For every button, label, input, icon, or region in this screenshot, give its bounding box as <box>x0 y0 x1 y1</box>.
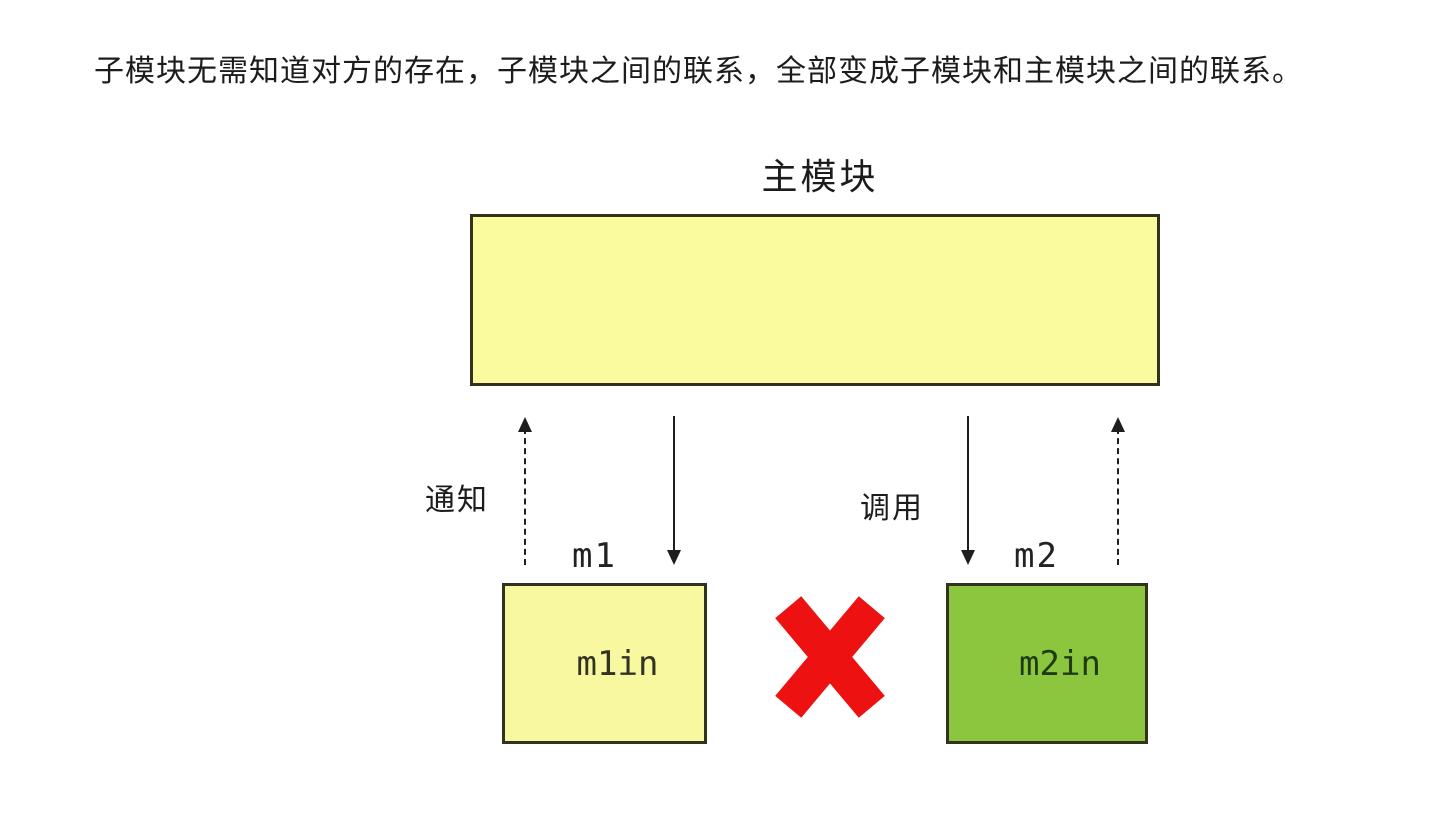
submodule-m2-box: m2in <box>946 583 1148 744</box>
arrowhead-down-icon <box>667 550 681 565</box>
call-arrow-m1 <box>667 416 681 565</box>
dashed-arrow-shaft <box>1117 428 1119 565</box>
main-module-label: 主模块 <box>761 156 879 197</box>
main-module-box <box>470 214 1160 386</box>
submodule-m2-inner-label: m2in <box>1019 643 1101 684</box>
call-arrow-m2 <box>961 416 975 565</box>
submodule-m2-label: m2 <box>1014 536 1059 576</box>
solid-arrow-shaft <box>673 416 675 554</box>
submodule-m1-box: m1in <box>502 583 707 744</box>
arrowhead-up-icon <box>1111 417 1125 432</box>
arrowhead-up-icon <box>518 417 532 432</box>
notify-arrow-m1 <box>518 417 532 565</box>
arrowhead-down-icon <box>961 550 975 565</box>
call-arrow-label: 调用 <box>860 492 924 525</box>
caption-text: 子模块无需知道对方的存在，子模块之间的联系，全部变成子模块和主模块之间的联系。 <box>94 55 1303 88</box>
submodule-m1-inner-label: m1in <box>576 643 659 684</box>
x-mark-icon <box>775 595 885 718</box>
notify-arrow-m2 <box>1111 417 1125 565</box>
submodule-m1-label: m1 <box>572 536 617 576</box>
solid-arrow-shaft <box>967 416 969 554</box>
notify-arrow-label: 通知 <box>425 484 489 517</box>
dashed-arrow-shaft <box>524 428 526 565</box>
